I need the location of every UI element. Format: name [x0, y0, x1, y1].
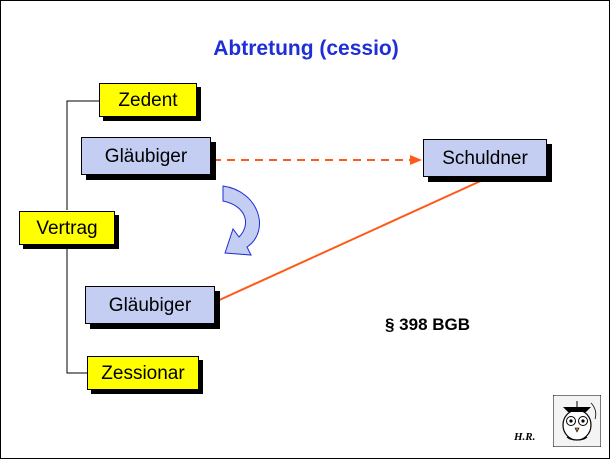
zedent-box: Zedent: [99, 83, 197, 117]
zessionar-box: Zessionar: [87, 356, 199, 390]
paragraph-reference: § 398 BGB: [385, 315, 471, 334]
vertrag-label: Vertrag: [36, 217, 98, 239]
bracket-top-line: [66, 100, 99, 210]
bracket-bottom-line: [66, 245, 87, 374]
glaeubiger-top-box: Gläubiger: [81, 137, 211, 175]
owl-professor-logo-icon: [553, 395, 601, 447]
glaeubiger-bottom-box: Gläubiger: [85, 286, 215, 324]
author-initials: H.R.: [514, 431, 536, 443]
solid-connector-line: [214, 178, 486, 303]
vertrag-box: Vertrag: [19, 211, 115, 245]
schuldner-box: Schuldner: [423, 139, 547, 177]
glaeubiger-bottom-label: Gläubiger: [108, 294, 192, 316]
curved-arrow-icon: [222, 185, 260, 256]
zessionar-label: Zessionar: [101, 362, 185, 384]
slide-title: Abtretung (cessio): [213, 37, 399, 60]
glaeubiger-top-label: Gläubiger: [104, 145, 188, 167]
dashed-arrow-head: [410, 155, 422, 165]
zedent-label: Zedent: [118, 89, 178, 111]
schuldner-label: Schuldner: [442, 147, 528, 169]
